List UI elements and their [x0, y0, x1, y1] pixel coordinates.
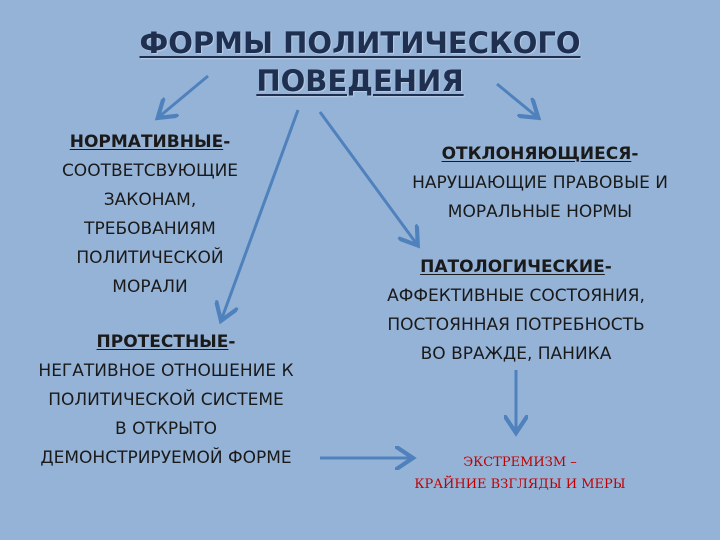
title-line-2: ПОВЕДЕНИЯ: [256, 64, 464, 98]
deviant-line-2: МОРАЛЬНЫЕ НОРМЫ: [447, 202, 633, 222]
extremism-block: ЭКСТРЕМИЗМ – КРАЙНИЕ ВЗГЛЯДЫ И МЕРЫ: [400, 452, 640, 496]
protest-heading: ПРОТЕСТНЫЕ-: [6, 328, 326, 357]
normative-line-5: МОРАЛИ: [112, 277, 188, 297]
protest-dash: -: [228, 332, 236, 352]
protest-line-1: НЕГАТИВНОЕ ОТНОШЕНИЕ К: [38, 361, 294, 381]
normative-line-2: ЗАКОНАМ,: [103, 190, 197, 210]
protest-line-2: ПОЛИТИЧЕСКОЙ СИСТЕМЕ: [48, 390, 284, 410]
normative-line-4: ПОЛИТИЧЕСКОЙ: [76, 248, 224, 268]
protest-line-4: ДЕМОНСТРИРУЕМОЙ ФОРМЕ: [40, 448, 292, 468]
normative-line-1: СООТВЕТСВУЮЩИЕ: [61, 161, 239, 181]
deviant-heading: ОТКЛОНЯЮЩИЕСЯ-: [380, 140, 700, 169]
normative-title: НОРМАТИВНЫЕ: [69, 132, 224, 152]
pathological-line-2: ПОСТОЯННАЯ ПОТРЕБНОСТЬ: [387, 315, 645, 335]
pathological-dash: -: [604, 257, 612, 277]
pathological-heading: ПАТОЛОГИЧЕСКИЕ-: [356, 253, 676, 282]
normative-block: НОРМАТИВНЫЕ- СООТВЕТСВУЮЩИЕ ЗАКОНАМ, ТРЕ…: [30, 128, 270, 302]
normative-dash: -: [223, 132, 231, 152]
page-title: ФОРМЫ ПОЛИТИЧЕСКОГО ПОВЕДЕНИЯ: [60, 24, 660, 100]
deviant-dash: -: [631, 144, 639, 164]
pathological-title: ПАТОЛОГИЧЕСКИЕ: [420, 257, 605, 277]
protest-title: ПРОТЕСТНЫЕ: [96, 332, 229, 352]
title-line-1: ФОРМЫ ПОЛИТИЧЕСКОГО: [139, 26, 581, 60]
extremism-line-1: ЭКСТРЕМИЗМ –: [463, 455, 577, 470]
pathological-line-1: АФФЕКТИВНЫЕ СОСТОЯНИЯ,: [387, 286, 645, 306]
deviant-title: ОТКЛОНЯЮЩИЕСЯ: [441, 144, 632, 164]
normative-line-3: ТРЕБОВАНИЯМ: [84, 219, 216, 239]
extremism-line-2: КРАЙНИЕ ВЗГЛЯДЫ И МЕРЫ: [414, 477, 626, 492]
deviant-block: ОТКЛОНЯЮЩИЕСЯ- НАРУШАЮЩИЕ ПРАВОВЫЕ И МОР…: [380, 140, 700, 227]
normative-heading: НОРМАТИВНЫЕ-: [30, 128, 270, 157]
deviant-line-1: НАРУШАЮЩИЕ ПРАВОВЫЕ И: [412, 173, 668, 193]
pathological-line-3: ВО ВРАЖДЕ, ПАНИКА: [420, 344, 612, 364]
protest-block: ПРОТЕСТНЫЕ- НЕГАТИВНОЕ ОТНОШЕНИЕ К ПОЛИТ…: [6, 328, 326, 473]
protest-line-3: В ОТКРЫТО: [115, 419, 217, 439]
pathological-block: ПАТОЛОГИЧЕСКИЕ- АФФЕКТИВНЫЕ СОСТОЯНИЯ, П…: [356, 253, 676, 369]
